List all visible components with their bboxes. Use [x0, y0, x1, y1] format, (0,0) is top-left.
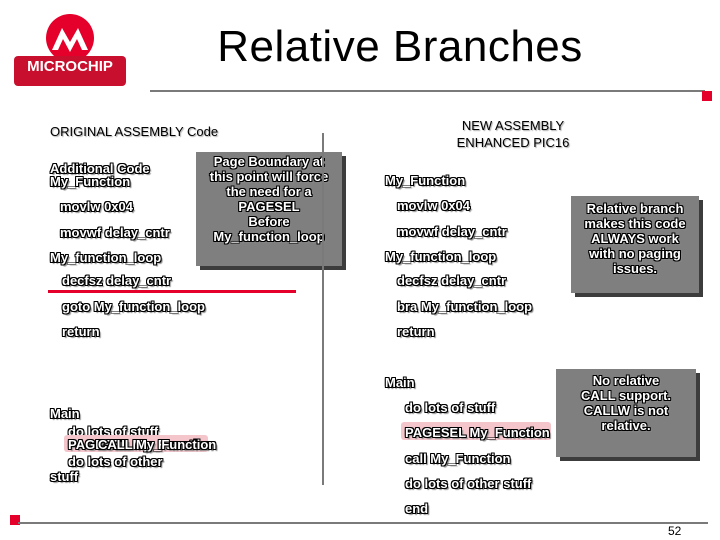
page-boundary-callout: Page Boundary at this point will force t… — [196, 152, 342, 266]
callout-line: with no paging — [589, 246, 681, 261]
left-code-line-4: movwf delay_cntr — [60, 225, 170, 240]
left-code-line-6: decfsz delay_cntr — [62, 273, 172, 288]
right-code-line-7: return — [397, 324, 435, 339]
right-code-line-4: My_function_loop — [385, 249, 497, 264]
callout-line: ALWAYS work — [591, 231, 679, 246]
page-number: 52 — [668, 524, 682, 538]
right-main-line-3: call My_Function — [405, 451, 511, 466]
left-code-line-5: My_function_loop — [50, 250, 162, 265]
callout-line: issues. — [612, 261, 658, 276]
callout-line: CALL support. — [580, 388, 672, 403]
left-code-line-1: Additional Code — [50, 161, 150, 176]
title-divider — [150, 90, 705, 92]
no-relative-call-callout: No relative CALL support. CALLW is not r… — [556, 369, 696, 457]
right-code-line-5: decfsz delay_cntr — [397, 273, 507, 288]
left-code-line-8: return — [62, 324, 100, 339]
callout-line: this point will force — [209, 169, 329, 184]
callout-line: relative. — [601, 418, 651, 433]
left-heading: ORIGINAL ASSEMBLY Code — [50, 124, 219, 139]
page-boundary-line — [48, 290, 296, 293]
microchip-logo-mark-icon — [14, 14, 126, 86]
top-right-marker — [702, 91, 712, 101]
callout-line: Before — [248, 214, 290, 229]
callout-line: CALLW is not — [583, 403, 669, 418]
right-main-line-1: do lots of stuff — [405, 400, 496, 415]
callout-line: the need for a — [226, 184, 312, 199]
bottom-left-marker — [10, 515, 20, 525]
right-heading-line-1: NEW ASSEMBLY — [461, 118, 565, 133]
right-code-line-2: movlw 0x04 — [397, 198, 470, 213]
right-code-line-1: My_Function — [385, 173, 466, 188]
callout-line: Relative branch — [586, 201, 684, 216]
callout-line: No relative — [592, 373, 660, 388]
right-code-line-6: bra My_function_loop — [397, 299, 533, 314]
right-main-line-5: end — [405, 501, 429, 516]
left-main-label: Main — [50, 406, 80, 421]
right-main-line-2: PAGESEL My_Function — [405, 425, 550, 440]
slide-title: Relative Branches — [217, 22, 583, 71]
column-divider — [322, 133, 324, 485]
callout-line: My_function_loop — [213, 229, 325, 244]
relative-branch-callout: Relative branch makes this code ALWAYS w… — [571, 196, 699, 293]
left-code-line-2: My_Function — [50, 174, 131, 189]
left-main-line-2: PAGESEL My_Function — [68, 437, 213, 452]
microchip-logo — [14, 12, 126, 90]
left-main-line-2-overlap: CALL My_Function — [98, 437, 217, 452]
left-code-line-7: goto My_function_loop — [62, 299, 205, 314]
right-main-label: Main — [385, 375, 415, 390]
callout-line: PAGESEL — [238, 199, 300, 214]
callout-line: Page Boundary at — [213, 154, 325, 169]
left-code-line-3: movlw 0x04 — [60, 199, 133, 214]
left-main-line-4: stuff — [50, 469, 79, 484]
right-main-line-4: do lots of other stuff — [405, 476, 532, 491]
left-pagesel-highlight — [64, 435, 208, 452]
microchip-logo-text: MICROCHIP — [27, 58, 113, 75]
right-heading-line-2: ENHANCED PIC16 — [456, 135, 570, 150]
right-code-line-3: movwf delay_cntr — [397, 224, 507, 239]
footer-divider — [18, 522, 708, 524]
left-main-line-3: do lots of other — [68, 454, 163, 469]
callout-line: makes this code — [584, 216, 686, 231]
right-pagesel-highlight — [401, 422, 551, 440]
